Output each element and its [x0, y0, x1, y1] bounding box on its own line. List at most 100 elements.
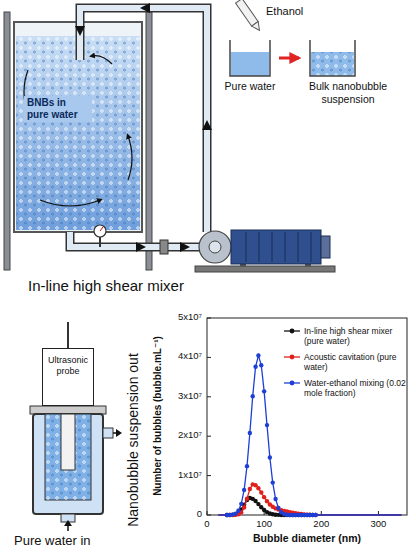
data-point	[242, 488, 246, 492]
bubble-size-chart	[207, 318, 407, 517]
y-tick	[207, 357, 211, 358]
y-tick	[207, 436, 211, 437]
pipe-loop-part	[136, 242, 146, 252]
pipe-loop-part	[80, 8, 207, 232]
legend-marker	[290, 355, 295, 360]
high-shear-mixer-part	[199, 231, 231, 263]
data-point	[251, 394, 255, 398]
pipe-loop-part	[75, 26, 85, 36]
data-point	[262, 389, 266, 393]
pipe-loop-part	[70, 232, 199, 247]
high-shear-mixer-part	[285, 232, 286, 262]
flow-label: Pure water in	[14, 534, 91, 549]
pressure-gauge	[94, 225, 106, 247]
high-shear-mixer-part	[311, 232, 312, 262]
high-shear-mixer-part	[195, 266, 335, 272]
ultrasonic-probe-box: Ultrasonic probe	[42, 348, 94, 406]
data-point	[259, 490, 263, 494]
beaker: Pure water	[222, 38, 278, 93]
data-point	[245, 464, 249, 468]
high-shear-mixer	[195, 230, 335, 272]
data-point	[245, 496, 249, 500]
pipette	[236, 0, 263, 33]
tick-label: 100	[256, 519, 272, 530]
legend-sample	[283, 378, 301, 388]
beaker-nanobubble-part	[311, 52, 354, 76]
beaker: Bulk nanobubble suspension	[300, 38, 396, 105]
axis-title: Number of bubbles (bubble.mL⁻¹)	[152, 336, 164, 496]
ultrasonic-reactor-part	[45, 414, 91, 500]
high-shear-mixer-part	[259, 232, 260, 262]
x-tick	[207, 511, 208, 515]
beaker-pure-water	[230, 40, 270, 76]
ultrasonic-reactor-part	[103, 428, 113, 438]
y-tick	[207, 515, 211, 516]
valve	[160, 240, 168, 254]
high-shear-mixer-part	[321, 236, 330, 258]
data-point	[248, 487, 252, 491]
pipe-loop-part	[70, 232, 199, 247]
legend-marker	[290, 329, 295, 334]
legend-sample	[283, 352, 301, 362]
flow-arrow	[279, 57, 299, 60]
data-point	[265, 423, 269, 427]
beaker-nanobubble-part	[310, 40, 355, 76]
data-point	[276, 506, 280, 510]
tick-label: 300	[370, 519, 386, 530]
data-point	[256, 486, 260, 490]
pipe-loop-part	[80, 8, 207, 232]
ultrasonic-reactor-part	[33, 414, 103, 514]
tick-label: 200	[313, 519, 329, 530]
legend-item: Water-ethanol mixing (0.02 mole fraction…	[283, 378, 410, 398]
tank-stand-part	[146, 12, 152, 270]
legend-marker	[290, 381, 295, 386]
beaker-nanobubble	[310, 40, 355, 76]
tick-label: 0	[204, 519, 209, 530]
method-caption: In-line high shear mixer	[28, 277, 184, 294]
legend-sample	[283, 326, 301, 336]
ultrasonic-reactor-part	[64, 520, 72, 526]
pipette-part	[236, 0, 263, 33]
pipe-loop-part	[202, 120, 212, 130]
tank-part	[16, 36, 140, 230]
y-tick	[207, 318, 211, 319]
plot-frame	[207, 318, 407, 515]
data-point	[273, 497, 277, 501]
tank-stand-part	[4, 12, 10, 270]
data-point	[256, 353, 260, 357]
data-point	[242, 505, 246, 509]
tick-label: 4x10⁷	[178, 351, 202, 362]
pressure-gauge-part	[94, 225, 106, 237]
data-point	[248, 431, 252, 435]
tick-label: 0	[197, 509, 202, 520]
pipe-loop-part	[180, 242, 190, 252]
pipe-loop-part	[140, 3, 150, 13]
beaker-nanobubble-part	[311, 52, 354, 76]
tank: BNBs in pure water	[14, 22, 142, 232]
pipette-part-part	[252, 22, 263, 33]
ultrasonic-reactor-part	[116, 429, 122, 437]
data-point	[239, 502, 243, 506]
node-text: Bulk nanobubble suspension	[300, 80, 396, 105]
tick-label: 5x10⁷	[178, 312, 202, 323]
reagent-label: Ethanol	[266, 5, 303, 18]
data-point	[268, 455, 272, 459]
axis-title: Bubble diameter (nm)	[253, 532, 361, 544]
ultrasonic-reactor-part	[30, 406, 106, 414]
node-text: BNBs in pure water	[24, 96, 92, 122]
ultrasonic-reactor	[30, 322, 122, 531]
data-curve	[218, 484, 401, 515]
beaker-pure-water-part	[231, 52, 269, 76]
data-point	[262, 495, 266, 499]
valve-part	[160, 240, 168, 254]
legend-item: In-line high shear mixer (pure water)	[283, 326, 410, 346]
data-point	[259, 363, 263, 367]
legend-text: Acoustic cavitation (pure water)	[304, 352, 410, 372]
flow-label: Nanobubble suspension out	[125, 353, 141, 527]
data-point	[236, 509, 240, 513]
high-shear-mixer-part	[231, 230, 321, 264]
legend-text: In-line high shear mixer (pure water)	[304, 326, 410, 346]
data-point	[313, 513, 317, 517]
